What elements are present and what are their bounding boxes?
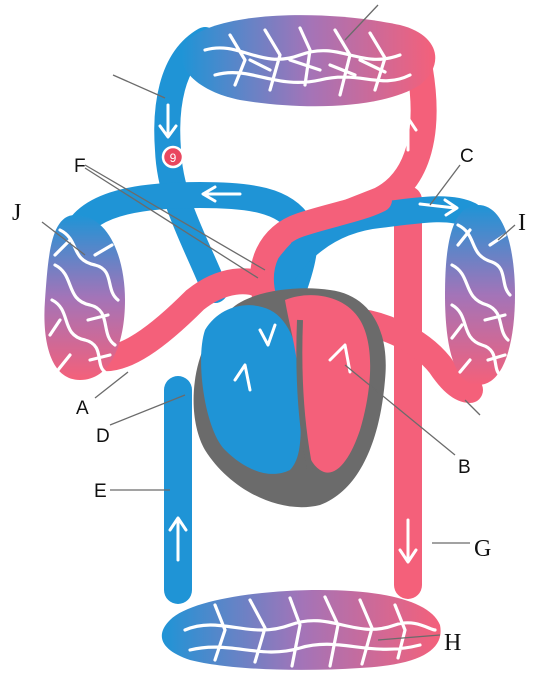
label-j: J bbox=[12, 200, 21, 226]
label-i: I bbox=[518, 210, 526, 236]
bottom-capillary-bed bbox=[162, 590, 441, 670]
label-h: H bbox=[444, 630, 461, 656]
label-f: F bbox=[74, 156, 86, 177]
label-a: A bbox=[76, 398, 89, 419]
label-e: E bbox=[94, 481, 107, 502]
top-capillary-bed bbox=[181, 15, 435, 106]
label-c: C bbox=[460, 146, 474, 167]
left-capillary-bed bbox=[44, 215, 125, 380]
valve-marker-9: 9 bbox=[163, 147, 183, 167]
label-b: B bbox=[458, 457, 471, 478]
heart bbox=[194, 288, 386, 507]
marker-text: 9 bbox=[170, 151, 177, 165]
right-capillary-bed bbox=[445, 205, 515, 385]
label-g: G bbox=[474, 536, 491, 562]
label-d: D bbox=[96, 426, 110, 447]
